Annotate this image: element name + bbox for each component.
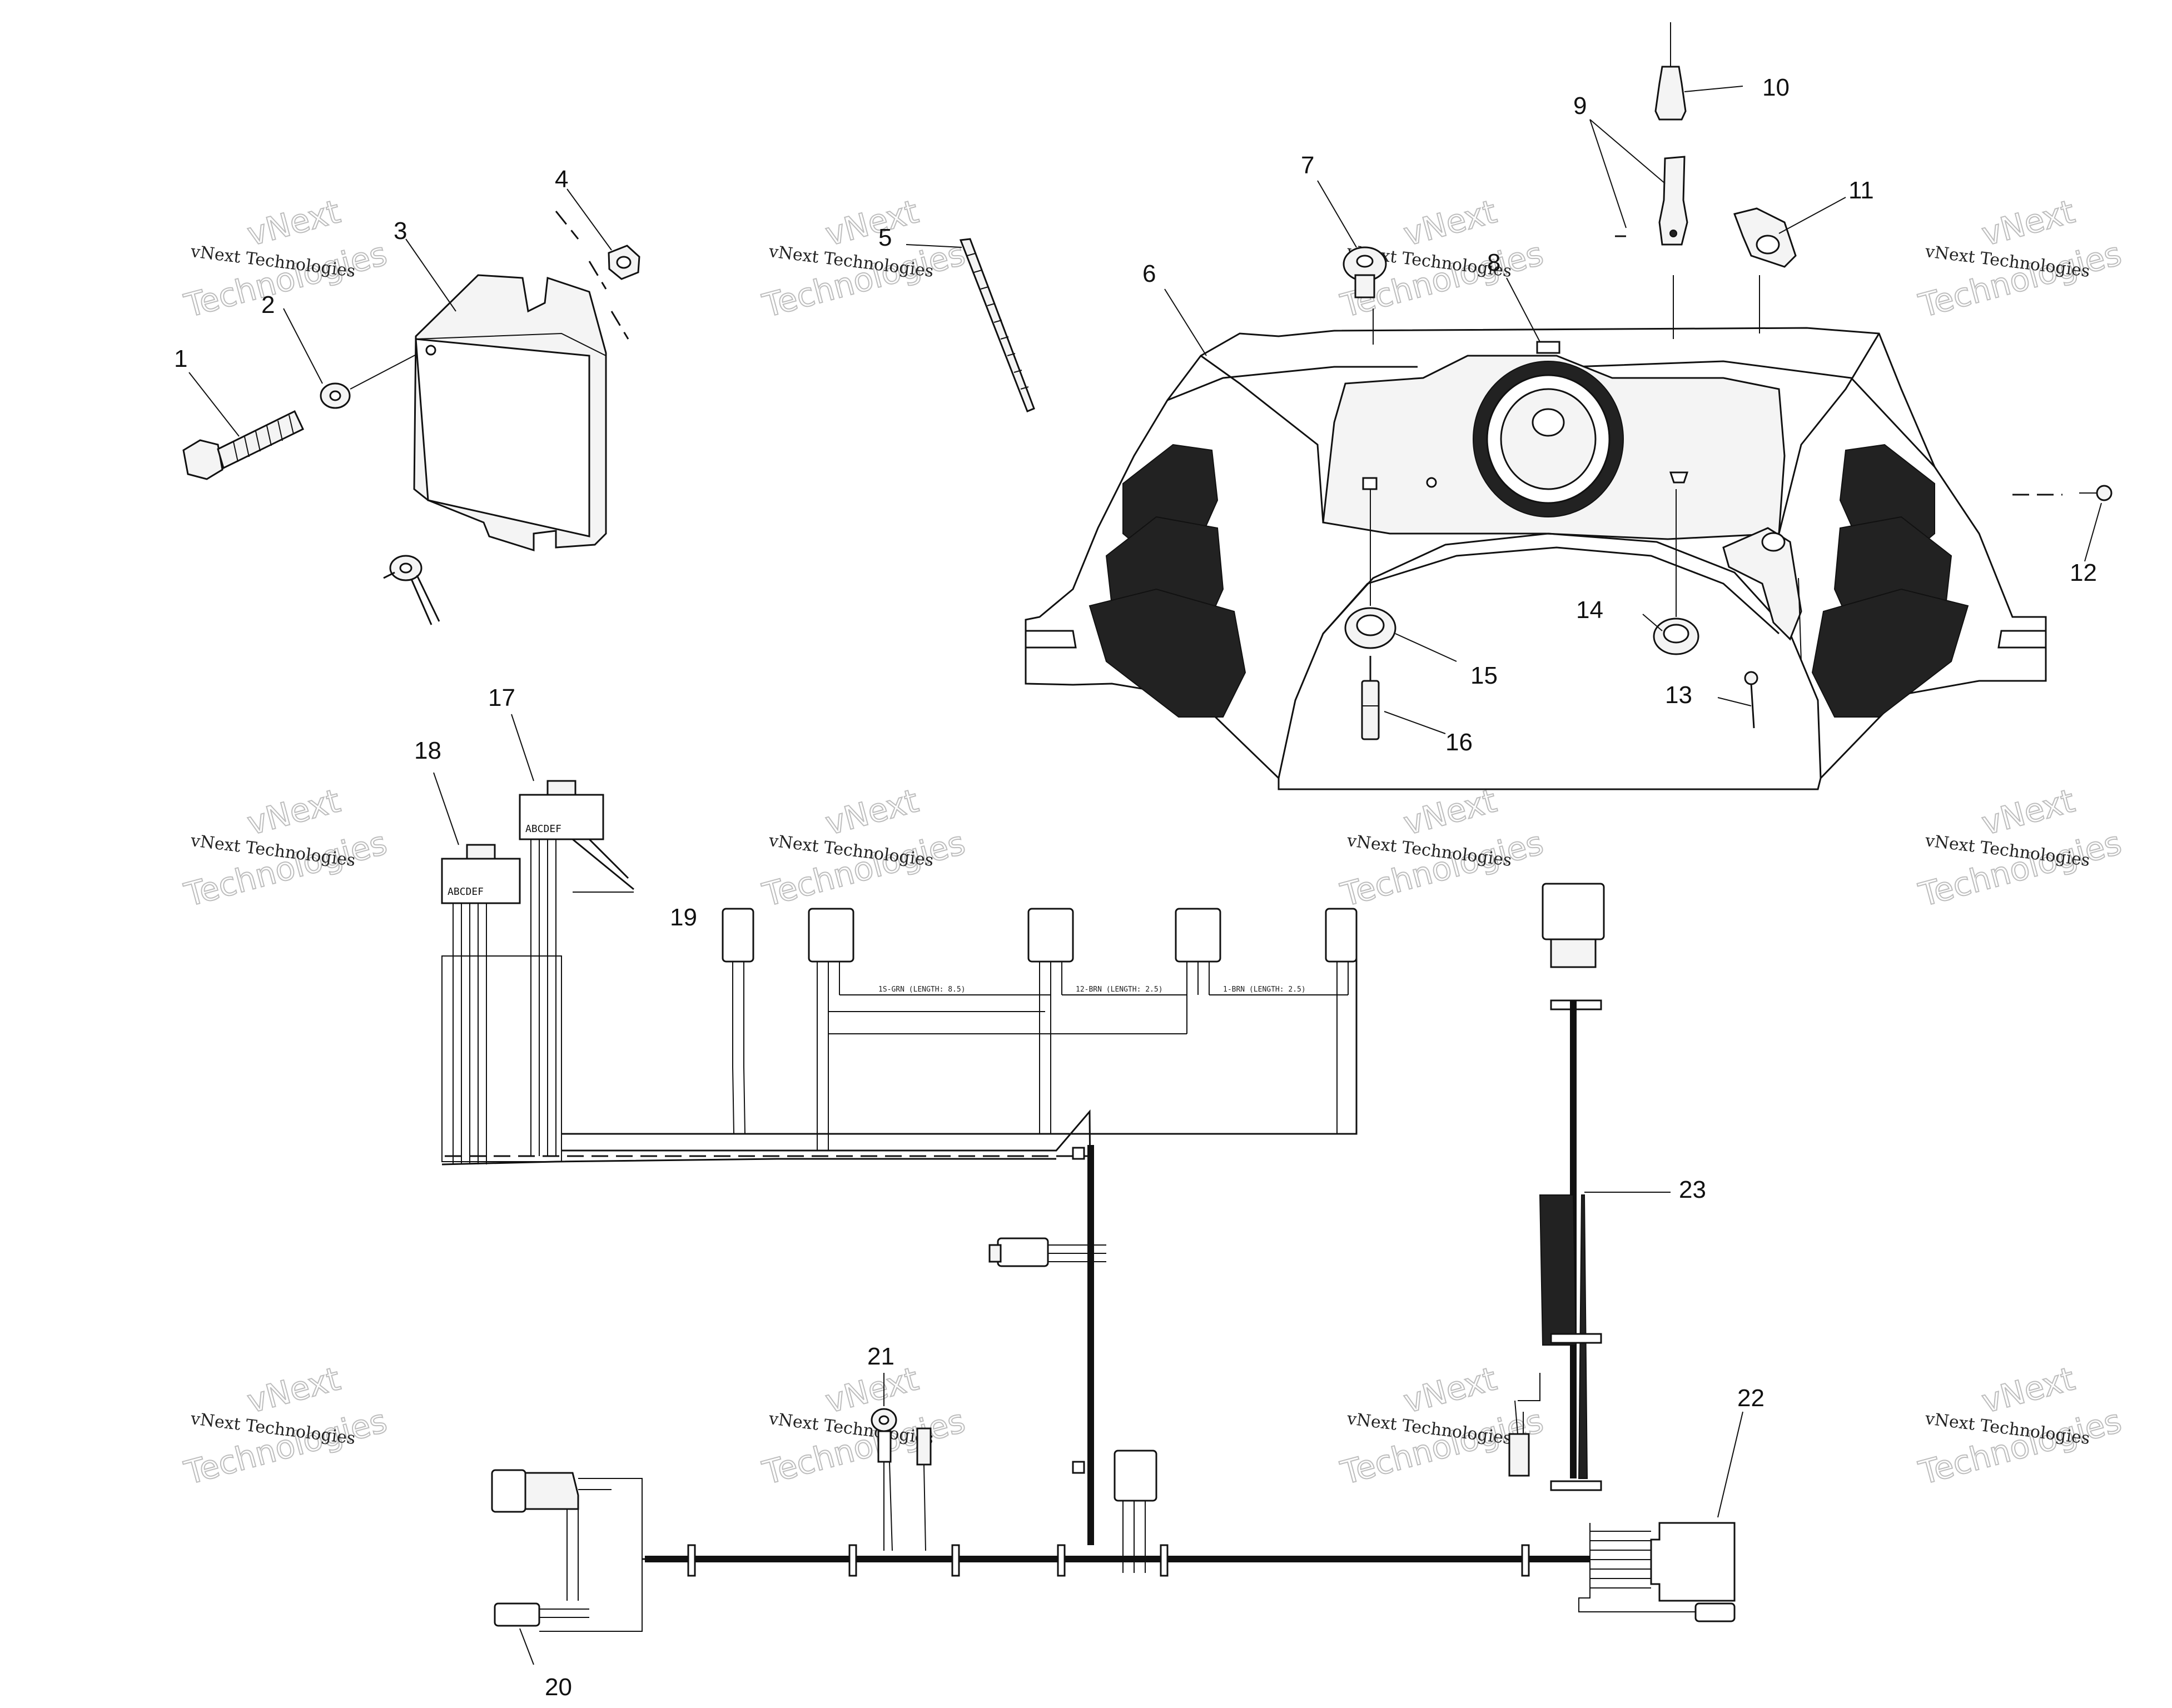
callout-numbers: 1 2 3 4 5 6 7 8 9 10 11 12 13 14 15 16 1… xyxy=(174,74,2097,1701)
callout-12: 12 xyxy=(2070,559,2097,586)
callout-23: 23 xyxy=(1679,1176,1706,1203)
callout-21: 21 xyxy=(867,1343,894,1370)
connector-22 xyxy=(1557,1522,1736,1622)
watermark-line1: vNext xyxy=(243,1360,344,1421)
screw-part-12 xyxy=(2012,485,2113,501)
right-vents xyxy=(1811,444,1969,718)
leader-lines xyxy=(188,86,2102,1665)
module-assembly xyxy=(182,211,640,625)
callout-14: 14 xyxy=(1576,596,1603,624)
connector-19b xyxy=(808,908,854,1050)
callout-11: 11 xyxy=(1848,177,1874,204)
callout-1: 1 xyxy=(174,345,187,372)
connector-19a xyxy=(722,908,754,1067)
svg-text:ABCDEF: ABCDEF xyxy=(448,886,484,898)
watermark-line1: vNext xyxy=(1400,781,1500,843)
callout-19: 19 xyxy=(670,904,697,931)
connector-20 xyxy=(491,1469,645,1632)
main-harness-23 xyxy=(1508,883,1605,1491)
callout-15: 15 xyxy=(1470,662,1498,689)
callout-10: 10 xyxy=(1762,74,1790,101)
wiring-harness: ABCDEF ABCDEF xyxy=(441,780,1736,1632)
gauge-part xyxy=(1473,341,1624,517)
watermark-line1: vNext xyxy=(1978,1360,2079,1421)
screw-part-13 xyxy=(1744,671,1758,729)
callout-18: 18 xyxy=(414,737,441,764)
control-module-part xyxy=(413,274,607,552)
watermark-line1: vNext xyxy=(243,781,344,843)
watermark-line1: vNext xyxy=(1978,781,2079,843)
washer-part xyxy=(320,382,351,409)
connector-19e xyxy=(1325,908,1358,1134)
connector-19c xyxy=(1027,908,1074,1134)
connector-18: ABCDEF xyxy=(441,844,521,1164)
nut-part xyxy=(608,245,640,280)
instrument-pod-housing xyxy=(1025,327,2047,790)
callout-5: 5 xyxy=(878,224,892,251)
callout-13: 13 xyxy=(1665,681,1692,709)
harness-clips xyxy=(687,1544,1530,1577)
watermark-line1: vNext xyxy=(1400,1360,1500,1421)
callout-22: 22 xyxy=(1737,1385,1765,1412)
callout-9: 9 xyxy=(1573,92,1587,119)
socket-part-9 xyxy=(1615,156,1688,246)
callout-2: 2 xyxy=(261,291,275,318)
connector-19d xyxy=(1175,908,1221,1034)
svg-text:1-BRN (LENGTH: 2.5): 1-BRN (LENGTH: 2.5) xyxy=(1223,985,1306,994)
callout-8: 8 xyxy=(1487,249,1500,276)
svg-text:ABCDEF: ABCDEF xyxy=(525,823,561,835)
ring-terminal-21 xyxy=(871,1408,932,1551)
grommet-part-15 xyxy=(1344,607,1396,649)
bolt-part xyxy=(182,410,304,480)
connector-17: ABCDEF xyxy=(519,780,604,1156)
grommet-part-14 xyxy=(1653,618,1699,655)
connector-part-16 xyxy=(1361,656,1380,740)
callout-20: 20 xyxy=(545,1674,572,1701)
watermark-line1: vNext xyxy=(1978,192,2079,253)
knob-part-7 xyxy=(1343,246,1387,298)
svg-text:1S-GRN (LENGTH: 8.5): 1S-GRN (LENGTH: 8.5) xyxy=(878,985,966,994)
cable-tie-part xyxy=(959,238,1035,412)
callout-6: 6 xyxy=(1142,260,1156,287)
lower-middle-connector xyxy=(1114,1450,1157,1573)
watermark-line1: vNext xyxy=(243,192,344,253)
bracket-part-11 xyxy=(1733,207,1797,268)
callout-4: 4 xyxy=(555,166,568,193)
watermark-line1: vNext xyxy=(822,781,922,843)
ring-terminal-part xyxy=(383,555,440,625)
callout-17: 17 xyxy=(488,684,515,711)
side-connector xyxy=(988,1237,1106,1267)
callout-3: 3 xyxy=(394,217,407,245)
callout-7: 7 xyxy=(1301,152,1314,179)
left-vents xyxy=(1089,444,1246,718)
svg-text:12-BRN (LENGTH: 2.5): 12-BRN (LENGTH: 2.5) xyxy=(1076,985,1163,994)
bulb-part-10 xyxy=(1654,22,1687,121)
watermark-line1: vNext xyxy=(1400,192,1500,253)
callout-16: 16 xyxy=(1445,729,1473,756)
